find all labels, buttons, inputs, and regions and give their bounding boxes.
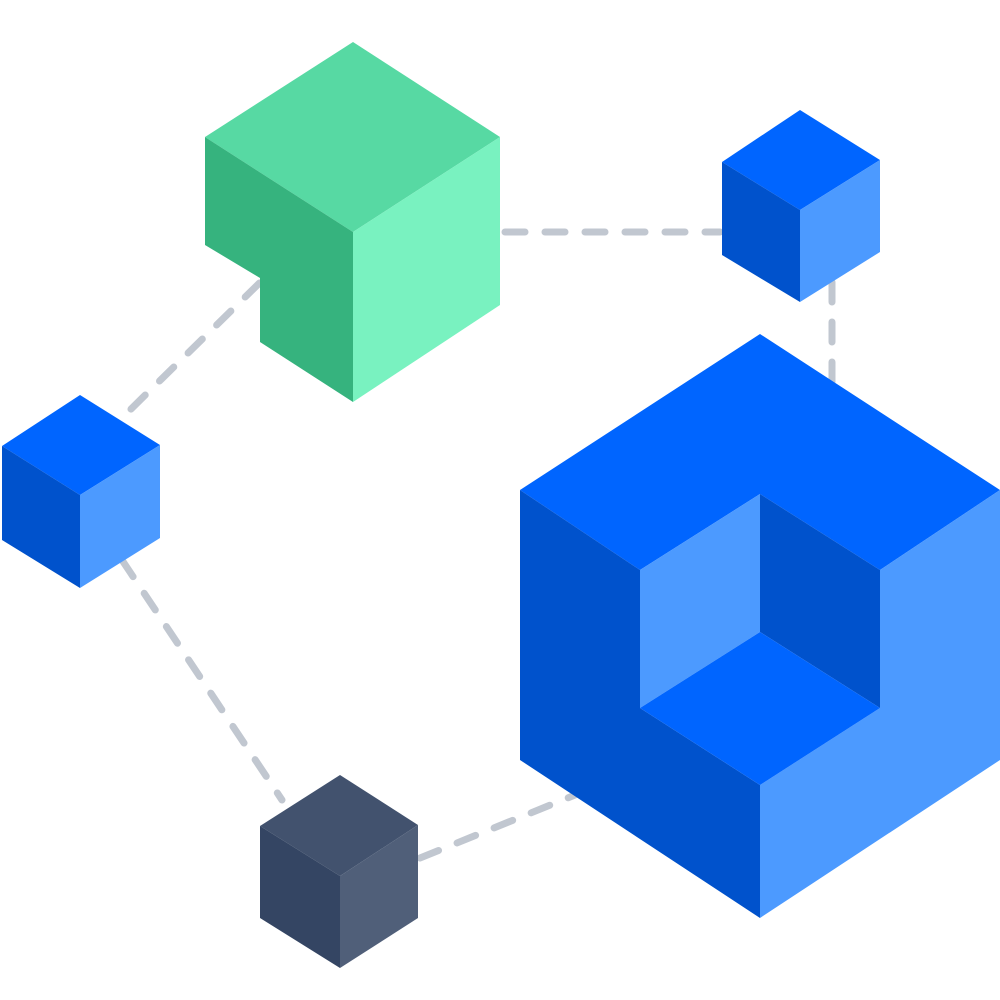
large-cube-inner-right-wall (760, 494, 880, 708)
small-blue-cube-top-right (722, 110, 880, 302)
navy-cube-top-face (260, 775, 418, 876)
green-cube-right-face (353, 137, 500, 402)
topright-cube-top-face (722, 110, 880, 210)
green-notched-cube (205, 42, 500, 402)
small-blue-cube-left (2, 395, 160, 588)
large-cube-inner-floor (640, 632, 880, 785)
navy-cube-left-face (260, 826, 340, 968)
large-blue-hollow-cube (520, 334, 1000, 918)
large-cube-top-face (520, 334, 1000, 570)
topright-cube-left-face (722, 162, 800, 302)
left-cube-left-face (2, 446, 80, 588)
green-cube-top-face (205, 42, 500, 232)
left-cube-right-face (80, 445, 160, 588)
topright-cube-right-face (800, 160, 880, 302)
green-cube-left-face (205, 137, 353, 402)
large-cube-inner-left-wall (640, 494, 760, 708)
navy-cube-bottom (260, 775, 418, 968)
connector-navy-to-large (416, 791, 579, 862)
left-cube-top-face (2, 395, 160, 495)
connector-left-to-navy (118, 556, 286, 804)
navy-cube-right-face (340, 825, 418, 968)
